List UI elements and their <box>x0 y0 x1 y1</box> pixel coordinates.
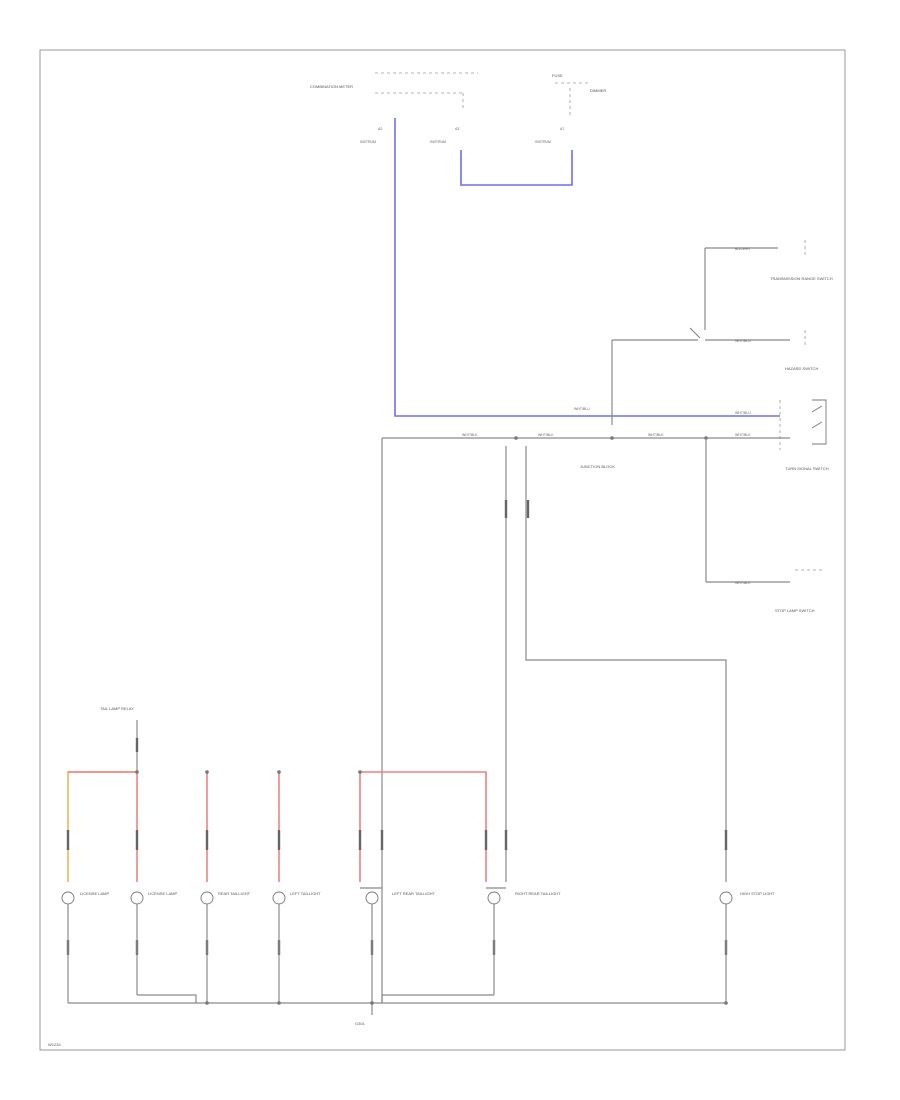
lamp-2-label: LICENSE LAMP <box>148 891 177 896</box>
bus-labels: WHT/BLK WHT/BLK WHT/BLK WHT/BLK WHT/BLU … <box>462 407 751 437</box>
svg-text:A7: A7 <box>560 127 564 131</box>
svg-text:WHT/BLU: WHT/BLU <box>735 411 751 415</box>
top-right-module: FUSE DIMMER A7 INSTRUM <box>535 73 606 144</box>
stop-switch-block: WHT/BLK STOP LAMP SWITCH <box>705 438 825 613</box>
svg-text:WHT/BLU: WHT/BLU <box>574 407 590 411</box>
lamp-6: RIGHT REAR TAILLIGHT <box>486 887 561 995</box>
top-right-module-label: DIMMER <box>590 88 606 93</box>
lamp-7-label: HIGH STOP LIGHT <box>740 891 775 896</box>
diagram-frame <box>39 49 846 1051</box>
svg-text:WHT/BLK: WHT/BLK <box>735 433 751 437</box>
hazard-switch-block: WHT/BLU HAZARD SWITCH <box>611 327 818 425</box>
turn-switch-block: TURN SIGNAL SWITCH <box>779 399 829 471</box>
svg-text:WHT/BLK: WHT/BLK <box>538 433 554 437</box>
trans-range-switch: BLK/WHT TRANSMISSION RANGE SWITCH <box>704 240 833 330</box>
svg-text:WHT/BLK: WHT/BLK <box>462 433 478 437</box>
wire-blue-top <box>460 150 573 186</box>
lamp-3: REAR TAILLIGHT <box>200 891 251 1003</box>
lamp-7: HIGH STOP LIGHT <box>719 891 775 1003</box>
wire-orange <box>67 771 137 882</box>
svg-text:WHT/BLK: WHT/BLK <box>735 581 751 585</box>
trans-range-label: TRANSMISSION RANGE SWITCH <box>770 276 833 281</box>
corner-code: W1234 <box>48 1042 61 1047</box>
lamp-4-label: LEFT TAILLIGHT <box>290 891 321 896</box>
svg-text:A2: A2 <box>378 127 382 131</box>
svg-text:WHT/BLU: WHT/BLU <box>735 339 751 343</box>
hazard-switch-label: HAZARD SWITCH <box>785 366 818 371</box>
svg-text:INSTRUM: INSTRUM <box>430 140 446 144</box>
svg-text:WHT/BLK: WHT/BLK <box>648 433 664 437</box>
top-fuse-label: FUSE <box>552 73 563 78</box>
ground-label: G301 <box>355 1021 366 1026</box>
turn-switch-label: TURN SIGNAL SWITCH <box>785 466 829 471</box>
stop-switch-label: STOP LAMP SWITCH <box>775 608 815 613</box>
lamp-1-label: LICENSE LAMP <box>80 891 109 896</box>
lamp-5-label: LEFT REAR TAILLIGHT <box>392 891 435 896</box>
svg-text:INSTRUM: INSTRUM <box>535 140 551 144</box>
svg-text:A3: A3 <box>455 127 459 131</box>
top-left-module-label: COMBINATION METER <box>310 84 353 89</box>
lamp-5: LEFT REAR TAILLIGHT <box>360 887 435 1003</box>
wire-feed-c <box>525 446 727 882</box>
lamp-4: LEFT TAILLIGHT <box>272 891 321 1003</box>
center-junction-label: JUNCTION BLOCK <box>580 464 615 469</box>
svg-text:INSTRUM: INSTRUM <box>360 140 376 144</box>
lamp-3-label: REAR TAILLIGHT <box>218 891 251 896</box>
top-left-module: COMBINATION METER A2 A3 INSTRUM INSTRUM <box>310 72 478 144</box>
lamp-2: LICENSE LAMP <box>130 891 177 995</box>
tail-switch-label: TAIL LAMP RELAY <box>100 706 134 711</box>
svg-text:BLK/WHT: BLK/WHT <box>735 247 751 251</box>
lamp-1: LICENSE LAMP <box>61 891 109 1003</box>
lamp-6-label: RIGHT REAR TAILLIGHT <box>515 891 561 896</box>
wire-blue-main <box>394 118 780 417</box>
